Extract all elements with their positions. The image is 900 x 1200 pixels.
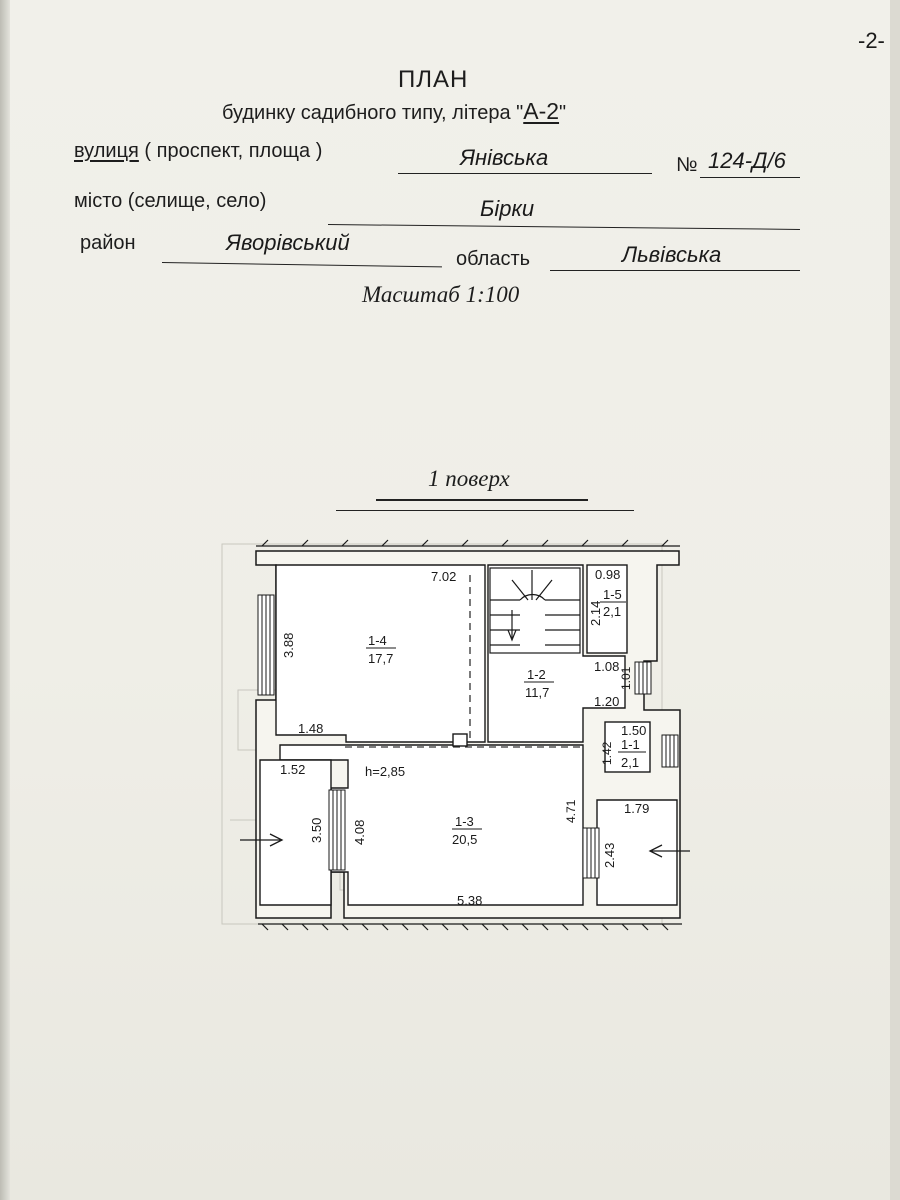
street-value: Янівська bbox=[460, 145, 549, 170]
page-edge bbox=[0, 0, 10, 1200]
street-label: вулиця ( проспект, площа ) bbox=[74, 140, 322, 163]
subtitle-prefix: будинку садибного типу, літера " bbox=[222, 102, 524, 124]
floor-title: 1 поверх bbox=[428, 466, 510, 491]
region-underline bbox=[550, 270, 800, 271]
document-sheet bbox=[6, 0, 890, 1200]
number-underline bbox=[700, 177, 800, 178]
floor-title-underline-2 bbox=[336, 510, 634, 511]
district-value: Яворівський bbox=[226, 230, 350, 255]
page-number: -2- bbox=[858, 28, 885, 53]
floor-title-underline-1 bbox=[376, 499, 588, 501]
region-value: Львівська bbox=[622, 242, 722, 267]
number-label: № bbox=[676, 154, 698, 176]
scale-label: Масштаб 1:100 bbox=[362, 282, 520, 307]
street-label-underlined: вулиця bbox=[74, 140, 139, 162]
city-label: місто (селище, село) bbox=[74, 190, 267, 212]
litera-value: А-2 bbox=[523, 98, 560, 124]
document-subtitle: будинку садибного типу, літера "А-2" bbox=[222, 98, 566, 125]
region-label: область bbox=[456, 248, 531, 270]
district-label: район bbox=[80, 232, 136, 254]
street-underline bbox=[398, 173, 652, 174]
city-value: Бірки bbox=[480, 196, 535, 221]
street-label-rest: ( проспект, площа ) bbox=[138, 140, 323, 162]
document-title: ПЛАН bbox=[398, 66, 469, 93]
number-value: 124-Д/6 bbox=[708, 148, 786, 173]
subtitle-suffix: " bbox=[559, 102, 567, 124]
